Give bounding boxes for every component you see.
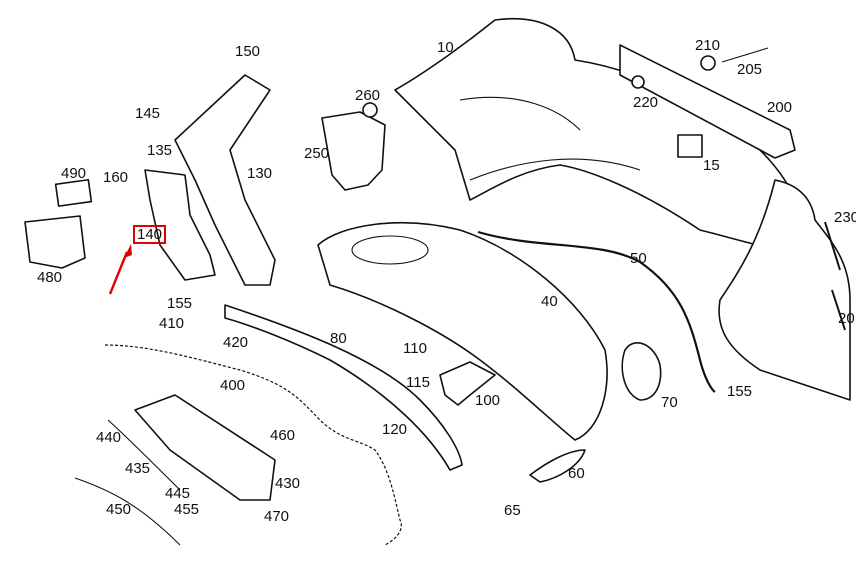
side-mount (439, 361, 496, 406)
mounting-bracket (321, 111, 386, 191)
highlight-arrow (108, 251, 129, 295)
callout-60: 60 (568, 465, 585, 482)
callout-80: 80 (330, 330, 347, 347)
callout-460: 460 (270, 427, 296, 444)
impact-absorber (619, 44, 796, 159)
callout-100: 100 (475, 392, 501, 409)
grommet (631, 75, 645, 89)
callout-50: 50 (630, 250, 647, 267)
sensor-plate (54, 178, 93, 207)
callout-200: 200 (767, 99, 793, 116)
callout-135: 135 (147, 142, 173, 159)
side-bracket (174, 74, 276, 286)
callout-10: 10 (437, 39, 454, 56)
trim-strip (477, 230, 716, 393)
callout-15: 15 (703, 157, 720, 174)
sensor-holder (134, 394, 276, 501)
callout-120: 120 (382, 421, 408, 438)
callout-435: 435 (125, 460, 151, 477)
wiring-harness (104, 344, 402, 546)
callout-110: 110 (403, 340, 427, 357)
callout-430: 430 (275, 475, 301, 492)
callout-145: 145 (135, 105, 161, 122)
guide-piece (144, 169, 216, 281)
rear-diffuser (317, 222, 608, 441)
callout-155-left: 155 (167, 295, 193, 312)
washer (700, 55, 716, 71)
callout-220: 220 (633, 94, 659, 111)
reflector-trim (529, 449, 586, 483)
support-rail (224, 304, 463, 471)
callout-260: 260 (355, 87, 381, 104)
callout-490: 490 (61, 165, 87, 182)
callout-440: 440 (96, 429, 122, 446)
callout-20: 20 (838, 310, 855, 327)
callout-40: 40 (541, 293, 558, 310)
callout-65: 65 (504, 502, 521, 519)
callout-140-highlighted: 140 (133, 225, 167, 244)
callout-410: 410 (159, 315, 185, 332)
callout-480: 480 (37, 269, 63, 286)
callout-450: 450 (106, 501, 132, 518)
callout-210: 210 (695, 37, 721, 54)
bumper-side-panel (718, 179, 851, 401)
callout-230: 230 (834, 209, 856, 226)
callout-205: 205 (737, 61, 763, 78)
side-strip (824, 221, 846, 331)
callout-455: 455 (174, 501, 200, 518)
tailpipe-trim-ring (621, 342, 662, 401)
antenna-cable (107, 419, 181, 491)
callout-420: 420 (223, 334, 249, 351)
callout-155-right: 155 (727, 383, 753, 400)
arrowhead (124, 244, 132, 258)
callout-70: 70 (661, 394, 678, 411)
callout-470: 470 (264, 508, 290, 525)
callout-400: 400 (220, 377, 246, 394)
callout-150: 150 (235, 43, 261, 60)
holder-bracket (24, 215, 86, 269)
bolt (721, 47, 769, 63)
callout-250: 250 (304, 145, 330, 162)
callout-130: 130 (247, 165, 273, 182)
nut-clip (362, 102, 378, 118)
callout-445: 445 (165, 485, 191, 502)
wire-lead (74, 477, 181, 546)
callout-115: 115 (406, 374, 430, 391)
plate-bracket (677, 134, 703, 158)
callout-160: 160 (103, 169, 129, 186)
